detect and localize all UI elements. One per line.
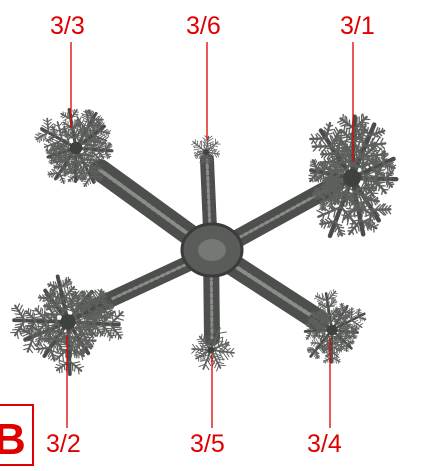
cluster-bottom-right xyxy=(305,290,366,364)
dendritic-structure xyxy=(11,109,397,374)
cluster-top-center xyxy=(192,136,221,164)
label-bottom-right: 3/4 xyxy=(307,432,342,457)
label-top-left: 3/3 xyxy=(50,14,85,39)
panel-letter: B xyxy=(0,418,26,462)
cluster-top-left xyxy=(35,109,112,186)
label-bottom-center: 3/5 xyxy=(190,432,225,457)
label-top-center: 3/6 xyxy=(186,14,221,39)
label-top-right: 3/1 xyxy=(340,14,375,39)
label-bottom-left: 3/2 xyxy=(46,432,81,457)
